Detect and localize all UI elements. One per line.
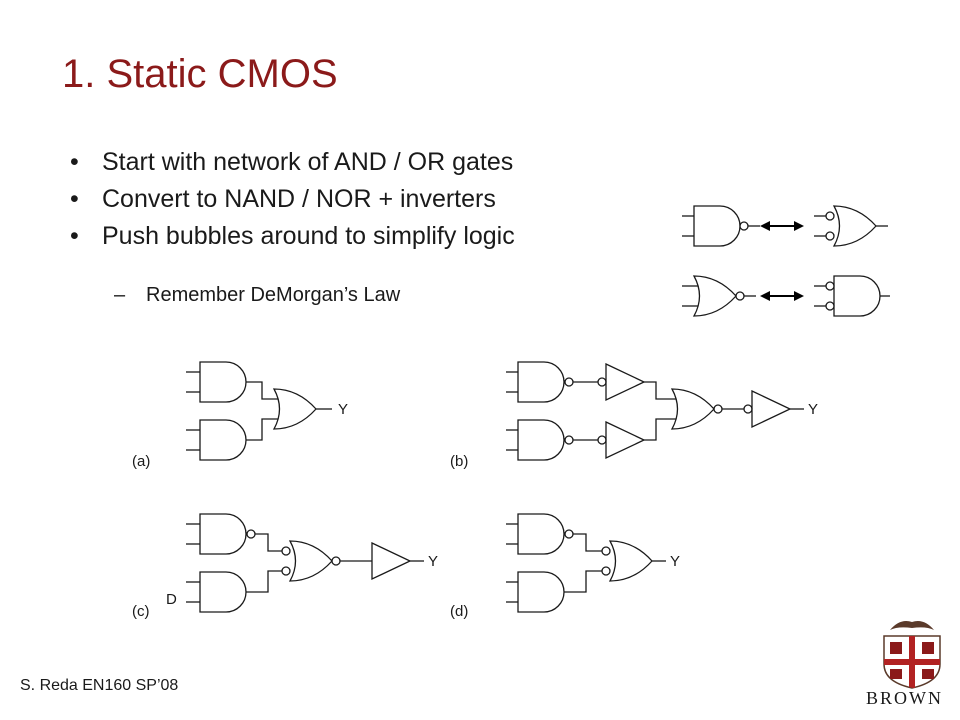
bullet-item: • Push bubbles around to simplify logic bbox=[70, 220, 515, 254]
bullet-text: Start with network of AND / OR gates bbox=[102, 148, 514, 176]
nand-gate bbox=[682, 205, 760, 247]
input-d-label: D bbox=[166, 591, 177, 608]
bullet-item: • Start with network of AND / OR gates bbox=[70, 146, 515, 180]
output-y-a: Y bbox=[338, 401, 348, 418]
bullet-symbol: • bbox=[70, 184, 79, 213]
demorgan-equivalence bbox=[682, 205, 890, 317]
bullet-symbol: • bbox=[70, 221, 79, 250]
bullet-text: Convert to NAND / NOR + inverters bbox=[102, 184, 496, 213]
output-y-d: Y bbox=[670, 553, 680, 570]
or-gate-inverted-inputs bbox=[814, 205, 888, 247]
output-y-c: Y bbox=[428, 553, 438, 570]
output-y-b: Y bbox=[808, 401, 818, 418]
label-b: (b) bbox=[450, 453, 468, 470]
circuit-d bbox=[506, 513, 666, 613]
sub-bullet: –Remember DeMorgan’s Law bbox=[114, 284, 401, 307]
label-c: (c) bbox=[132, 603, 150, 620]
sub-bullet-symbol: – bbox=[114, 284, 126, 306]
and-gate-inverted-inputs bbox=[814, 275, 890, 317]
circuit-c bbox=[186, 513, 424, 613]
double-arrow-icon bbox=[760, 221, 804, 231]
circuit-b bbox=[506, 361, 804, 461]
bullet-item: • Convert to NAND / NOR + inverters bbox=[70, 183, 515, 217]
nor-gate bbox=[682, 275, 756, 317]
slide-title: 1. Static CMOS bbox=[62, 52, 338, 96]
label-a: (a) bbox=[132, 453, 150, 470]
brown-logo-text: BROWN bbox=[866, 688, 943, 708]
bullet-text: Push bubbles around to simplify logic bbox=[102, 221, 515, 250]
footer-text: S. Reda EN160 SP’08 bbox=[20, 677, 179, 694]
double-arrow-icon bbox=[760, 291, 804, 301]
sub-bullet-text: Remember DeMorgan’s Law bbox=[146, 284, 401, 306]
brown-shield-logo-icon bbox=[883, 621, 941, 689]
circuit-a bbox=[186, 361, 332, 461]
bullet-symbol: • bbox=[70, 148, 79, 176]
label-d: (d) bbox=[450, 603, 468, 620]
bullet-list: • Start with network of AND / OR gates • C… bbox=[70, 146, 515, 256]
